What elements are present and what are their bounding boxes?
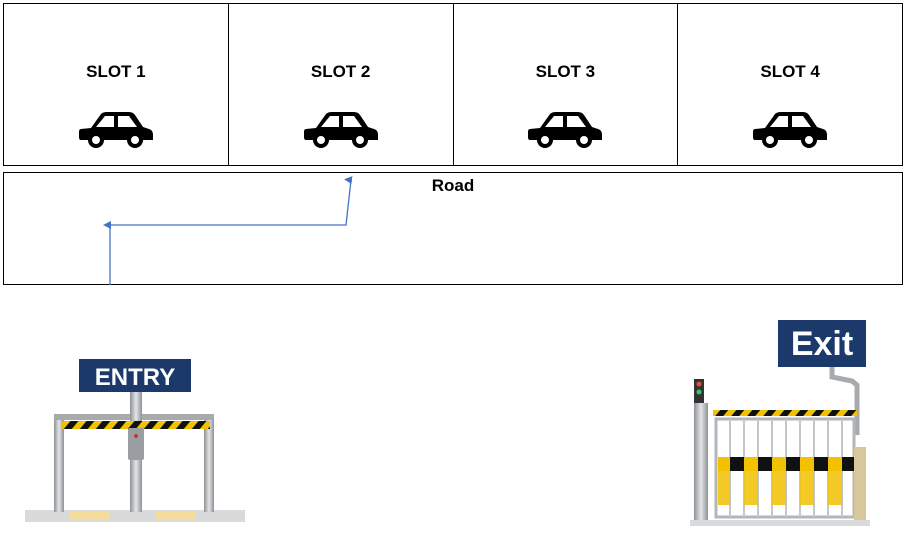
entry-sign: ENTRY — [95, 364, 175, 391]
parking-slots: SLOT 1 SLOT 2 SLOT 3 SLOT 4 — [3, 3, 903, 166]
car-icon — [78, 112, 153, 148]
car-icon — [528, 112, 603, 148]
slot-2: SLOT 2 — [229, 4, 454, 165]
slot-label: SLOT 2 — [310, 62, 371, 81]
exit-sign: Exit — [791, 325, 853, 363]
road-label: Road — [431, 176, 475, 195]
car-icon — [753, 112, 828, 148]
car-icon — [303, 112, 378, 148]
slot-1: SLOT 1 — [4, 4, 229, 165]
road: Road — [3, 172, 903, 285]
slot-4: SLOT 4 — [678, 4, 902, 165]
slot-label: SLOT 1 — [86, 62, 146, 81]
slot-label: SLOT 3 — [535, 62, 596, 81]
slot-label: SLOT 4 — [760, 62, 820, 81]
exit-gate: Exit — [690, 320, 870, 526]
slot-3: SLOT 3 — [454, 4, 679, 165]
entry-gate: ENTRY — [25, 359, 245, 522]
